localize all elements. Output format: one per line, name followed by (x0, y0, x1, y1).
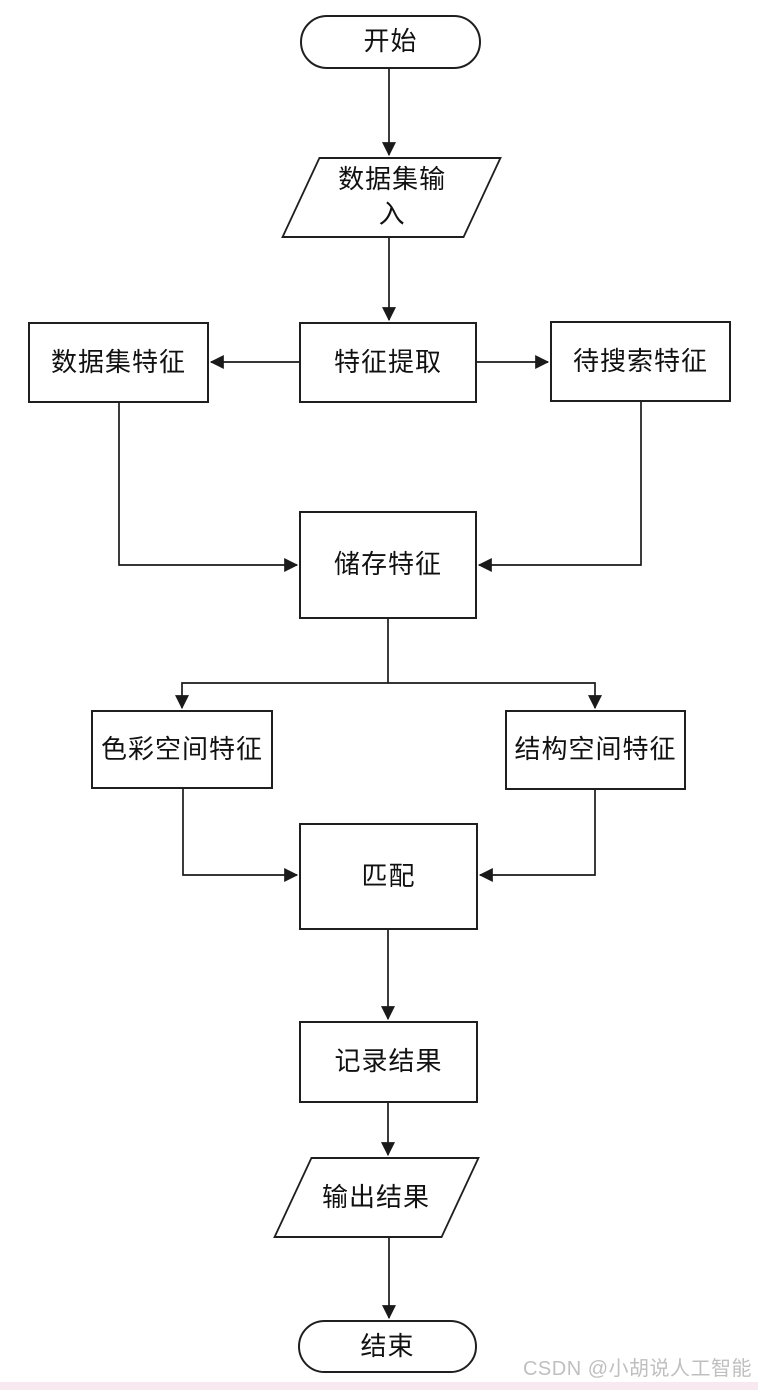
node-dataset-features-label: 数据集特征 (50, 347, 186, 377)
edge-store-features-color-space (175, 682, 388, 710)
node-match-label: 匹配 (361, 861, 416, 891)
node-color-space-features-label: 色彩空间特征 (100, 734, 263, 764)
node-match: 匹配 (299, 823, 478, 930)
node-dataset-input-label: 数据集输入 (337, 165, 446, 230)
node-dataset-input: 数据集输入 (281, 157, 502, 238)
node-search-features-label: 待搜索特征 (572, 346, 708, 376)
node-structure-space-features: 结构空间特征 (505, 710, 686, 790)
node-start: 开始 (300, 15, 481, 69)
watermark-text: CSDN @小胡说人工智能 (522, 1358, 752, 1380)
edge-dataset-features-store-features (118, 403, 299, 572)
node-structure-space-features-label: 结构空间特征 (514, 735, 677, 765)
edge-structure-space-match (478, 790, 596, 882)
node-record-results-label: 记录结果 (334, 1047, 443, 1077)
edge-store-features-structure-space (388, 682, 602, 710)
node-record-results: 记录结果 (299, 1021, 478, 1103)
node-start-label: 开始 (363, 27, 418, 57)
node-output-results-label: 输出结果 (322, 1182, 431, 1212)
node-dataset-features: 数据集特征 (28, 322, 209, 403)
node-color-space-features: 色彩空间特征 (91, 710, 273, 789)
node-store-features-label: 储存特征 (333, 550, 442, 580)
node-search-features: 待搜索特征 (550, 321, 731, 402)
node-feature-extraction-label: 特征提取 (333, 347, 442, 377)
footer-strip (0, 1382, 758, 1390)
node-store-features: 储存特征 (299, 511, 477, 619)
edge-search-features-store-features (477, 402, 642, 572)
node-feature-extraction: 特征提取 (299, 322, 477, 403)
node-end-label: 结束 (360, 1331, 415, 1361)
node-end: 结束 (298, 1320, 477, 1373)
edge-color-space-match (182, 789, 299, 882)
